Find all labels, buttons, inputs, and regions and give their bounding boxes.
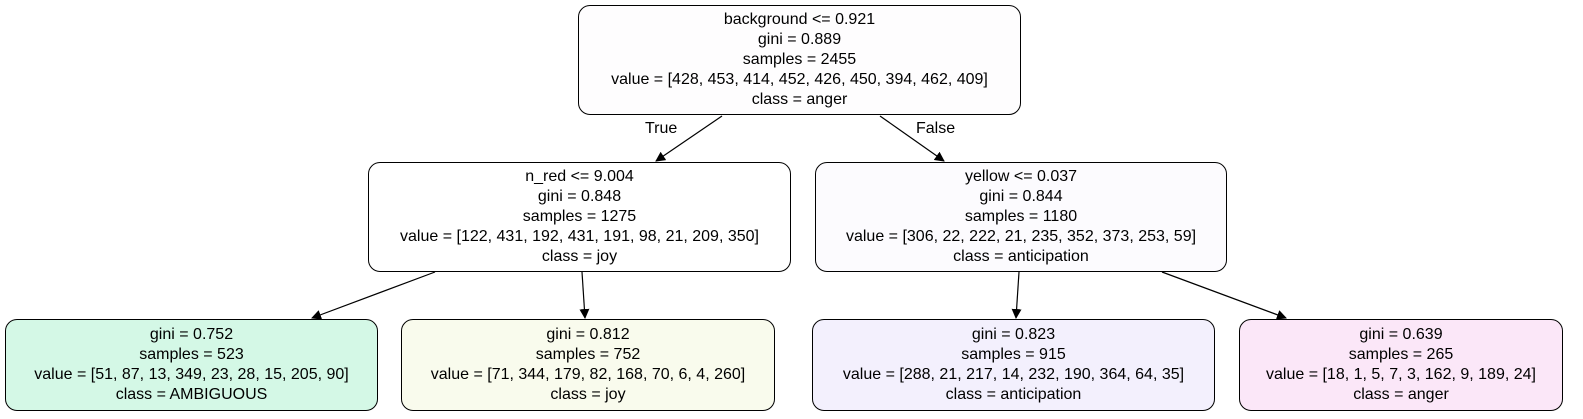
- node-samples: samples = 915: [961, 346, 1066, 363]
- node-class: class = anger: [1353, 386, 1449, 403]
- node-condition: background <= 0.921: [723, 11, 876, 28]
- tree-leaf-rl: gini = 0.823 samples = 915 value = [288,…: [812, 319, 1215, 411]
- tree-node-right: yellow <= 0.037 gini = 0.844 samples = 1…: [815, 162, 1227, 272]
- node-samples: samples = 523: [139, 346, 244, 363]
- edge-label-true: True: [645, 120, 678, 137]
- node-gini: gini = 0.848: [537, 188, 622, 205]
- edge-right-rr: [1161, 271, 1287, 320]
- node-gini: gini = 0.639: [1359, 326, 1443, 343]
- node-samples: samples = 265: [1348, 346, 1454, 363]
- node-condition: n_red <= 9.004: [525, 168, 634, 185]
- edge-root-left: [655, 115, 723, 162]
- tree-leaf-rr: gini = 0.639 samples = 265 value = [18, …: [1239, 319, 1563, 411]
- tree-leaf-ll: gini = 0.752 samples = 523 value = [51, …: [5, 319, 378, 411]
- node-class: class = AMBIGUOUS: [115, 386, 268, 403]
- node-gini: gini = 0.752: [149, 326, 234, 343]
- node-samples: samples = 2455: [742, 51, 857, 68]
- node-samples: samples = 752: [535, 346, 641, 363]
- edge-root-right: [879, 115, 945, 162]
- node-value: value = [428, 453, 414, 452, 426, 450, 3…: [611, 71, 988, 88]
- node-gini: gini = 0.844: [979, 188, 1063, 205]
- node-class: class = anger: [751, 91, 848, 108]
- tree-leaf-lr: gini = 0.812 samples = 752 value = [71, …: [401, 319, 775, 411]
- node-samples: samples = 1180: [964, 208, 1078, 225]
- node-samples: samples = 1275: [522, 208, 637, 225]
- node-value: value = [71, 344, 179, 82, 168, 70, 6, 4…: [430, 366, 746, 383]
- node-gini: gini = 0.889: [757, 31, 842, 48]
- node-gini: gini = 0.823: [971, 326, 1056, 343]
- node-value: value = [51, 87, 13, 349, 23, 28, 15, 20…: [34, 366, 349, 383]
- node-class: class = joy: [550, 386, 626, 403]
- node-value: value = [288, 21, 217, 14, 232, 190, 364…: [842, 366, 1185, 383]
- node-value: value = [122, 431, 192, 431, 191, 98, 21…: [400, 228, 759, 245]
- tree-node-root: background <= 0.921 gini = 0.889 samples…: [578, 5, 1021, 115]
- node-value: value = [306, 22, 222, 21, 235, 352, 373…: [845, 228, 1197, 245]
- edge-label-false: False: [916, 120, 956, 137]
- node-value: value = [18, 1, 5, 7, 3, 162, 9, 189, 24…: [1266, 366, 1536, 383]
- edge-left-lr: [579, 271, 590, 319]
- edge-right-rl: [1011, 271, 1022, 319]
- tree-node-left: n_red <= 9.004 gini = 0.848 samples = 12…: [368, 162, 791, 272]
- node-gini: gini = 0.812: [546, 326, 630, 343]
- node-class: class = joy: [541, 248, 618, 265]
- node-condition: yellow <= 0.037: [964, 168, 1078, 185]
- edge-left-ll: [311, 271, 436, 320]
- node-class: class = anticipation: [953, 248, 1089, 265]
- node-class: class = anticipation: [945, 386, 1082, 403]
